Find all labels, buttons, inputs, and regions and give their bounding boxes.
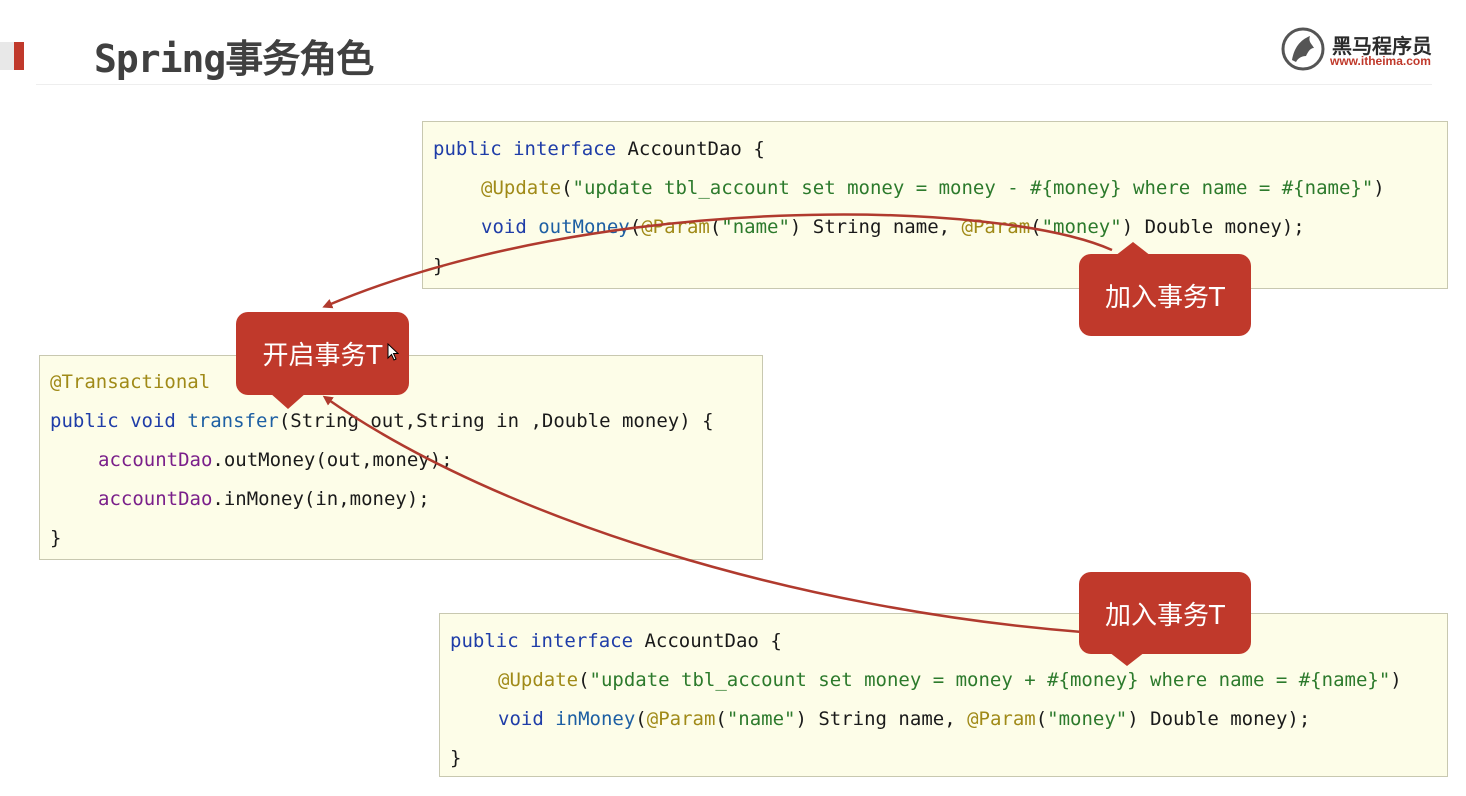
callout-tail [1115,242,1151,256]
code-line: public interface AccountDao { [450,629,782,653]
code-text: ( [1035,708,1048,730]
code-text: ) [1373,177,1385,199]
annotation: @Param [967,708,1036,730]
code-line: public interface AccountDao { [433,137,765,161]
code-text: ) Double money); [1121,216,1305,238]
code-text: .outMoney(out,money); [212,449,453,471]
code-text: ( [561,177,573,199]
code-text: ( [1030,216,1042,238]
code-line: accountDao.inMoney(in,money); [98,487,430,511]
field-name: accountDao [98,488,213,510]
code-text: ( [715,708,727,730]
code-line: @Update("update tbl_account set money = … [481,176,1385,200]
page-title: Spring事务角色 [94,28,374,83]
code-line: } [433,255,445,277]
title-divider [36,84,1432,85]
annotation: @Param [961,216,1031,238]
string-literal: "update tbl_account set money = money - … [572,177,1374,199]
code-line: } [450,747,462,769]
string-literal: "money" [1041,216,1122,238]
annotation: @Update [481,177,562,199]
brand-name: 黑马程序员 [1332,34,1432,58]
string-literal: "name" [726,708,796,730]
method-name: inMoney [555,708,636,730]
code-text: AccountDao { [633,630,782,652]
code-line: void inMoney(@Param("name") String name,… [498,707,1310,731]
keyword: void [130,410,176,432]
code-text: .inMoney(in,money); [212,488,430,510]
code-text: ( [578,669,590,691]
code-text: ) String name, [795,708,968,730]
annotation: @Param [641,216,710,238]
string-literal: "update tbl_account set money = money + … [589,669,1391,691]
code-block-in-money-dao: public interface AccountDao { @Update("u… [439,613,1448,777]
method-name: transfer [187,410,279,432]
code-text: AccountDao { [616,138,765,160]
keyword: void [481,216,527,238]
horse-logo-icon [1281,27,1325,71]
callout-join-transaction-bottom: 加入事务T [1079,572,1251,666]
code-line: } [50,527,62,549]
callout-start-transaction: 开启事务T [236,312,409,409]
title-accent-bar [14,42,24,70]
callout-label: 加入事务T [1105,600,1225,631]
code-text: (String out,String in ,Double money) { [278,410,714,432]
callout-label: 开启事务T [262,341,383,371]
mouse-cursor-icon [387,343,399,361]
callout-label: 加入事务T [1105,282,1225,313]
annotation: @Update [498,669,579,691]
code-line: public void transfer(String out,String i… [50,409,714,433]
code-text: ( [629,216,642,238]
brand-logo: 黑马程序员 www.itheima.com [1280,26,1432,72]
code-text: ) [1390,669,1402,691]
keyword: interface [530,630,634,652]
code-line: accountDao.outMoney(out,money); [98,448,453,472]
code-text: ) Double money); [1127,708,1311,730]
method-name: outMoney [538,216,630,238]
title-accent-bar-light [0,42,14,70]
code-text: ) String name, [789,216,962,238]
keyword: void [498,708,544,730]
code-text: ( [635,708,647,730]
string-literal: "name" [721,216,790,238]
keyword: interface [513,138,617,160]
callout-join-transaction-top: 加入事务T [1079,242,1251,336]
code-line: void outMoney(@Param("name") String name… [481,215,1305,239]
code-text: ( [709,216,722,238]
keyword: public [450,630,519,652]
string-literal: "money" [1047,708,1128,730]
callout-tail [1109,652,1145,666]
brand-url: www.itheima.com [1330,54,1431,68]
annotation: @Param [646,708,716,730]
code-line: @Update("update tbl_account set money = … [498,668,1402,692]
annotation: @Transactional [50,371,211,393]
keyword: public [50,410,119,432]
field-name: accountDao [98,449,213,471]
page-title-cjk: 事务角色 [225,37,374,81]
page-title-latin: Spring [94,37,226,81]
callout-tail [270,393,306,409]
code-block-out-money-dao: public interface AccountDao { @Update("u… [422,121,1448,289]
keyword: public [433,138,502,160]
